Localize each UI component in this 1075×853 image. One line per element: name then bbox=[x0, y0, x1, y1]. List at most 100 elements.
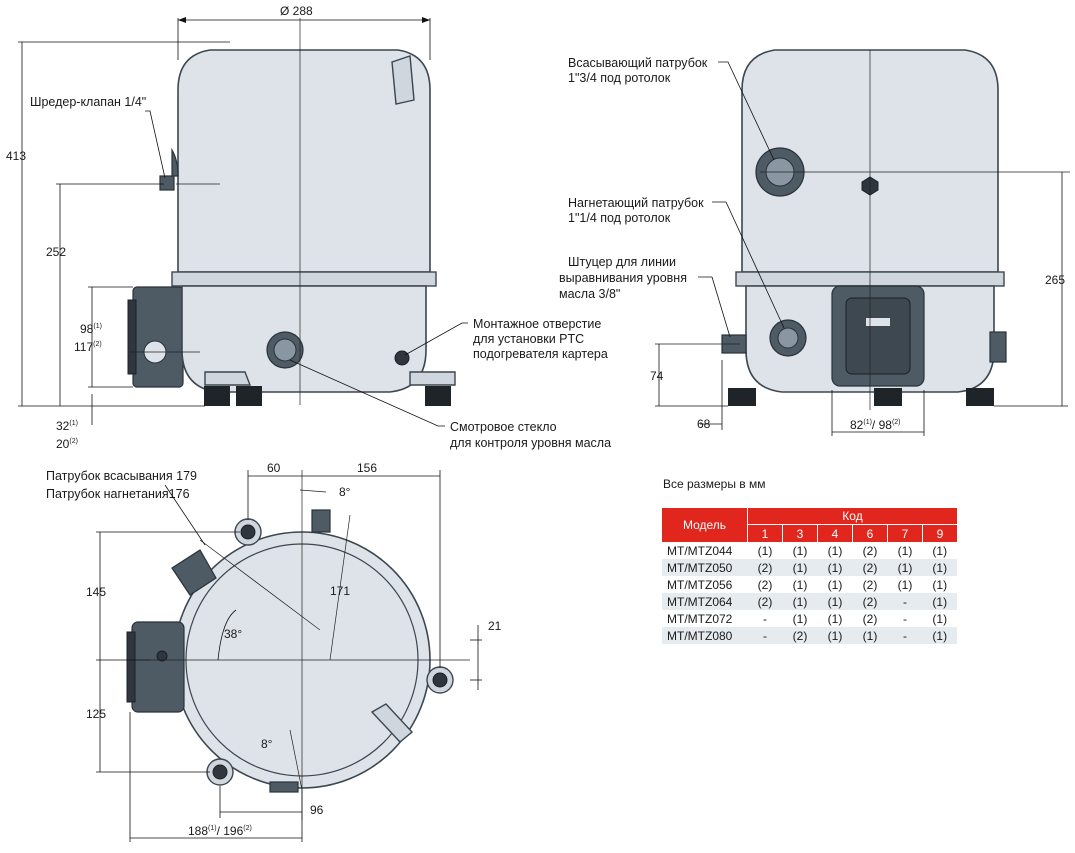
svg-text:32(1): 32(1) bbox=[56, 419, 78, 433]
code-cell: (1) bbox=[792, 611, 808, 626]
rubber-foot-icon bbox=[425, 386, 451, 406]
terminal-box-lid bbox=[127, 299, 137, 375]
terminal-box bbox=[132, 286, 184, 388]
dim-68: 68 bbox=[697, 417, 711, 431]
code-cell: - bbox=[763, 611, 767, 626]
code-table-body: MT/MTZ044(1)(1)(1)(2)(1)(1)MT/MTZ050(2)(… bbox=[662, 542, 957, 644]
svg-text:188(1)/ 196(2): 188(1)/ 196(2) bbox=[188, 824, 252, 838]
code-cell: (1) bbox=[897, 543, 913, 558]
code-cell: (1) bbox=[792, 577, 808, 592]
code-cell: (1) bbox=[782, 559, 818, 576]
dim-21: 21 bbox=[488, 619, 502, 633]
dim-diameter: Ø 288 bbox=[280, 4, 313, 18]
top-terminal-box bbox=[131, 621, 185, 713]
table-row: MT/MTZ072 - (1) (1) (2) - (1) bbox=[662, 610, 957, 627]
code-cell: (2) bbox=[757, 577, 773, 592]
code-cell: (1) bbox=[817, 627, 853, 644]
code-column-header: 7 bbox=[887, 524, 923, 542]
mount-hole-icon bbox=[212, 764, 228, 780]
label-discharge-2: 1"1/4 под ротолок bbox=[568, 211, 671, 225]
code-cell: (2) bbox=[747, 593, 783, 610]
dim-angle-8-top: 8° bbox=[339, 485, 351, 499]
svg-text:20(2): 20(2) bbox=[56, 437, 78, 451]
label-suction-pipe: Патрубок всасывания 179 bbox=[46, 469, 197, 483]
schrader-stub-icon bbox=[171, 147, 179, 177]
label-mounting-1: Монтажное отверстие bbox=[473, 317, 601, 331]
lower-shell bbox=[181, 285, 427, 393]
model-header: Модель bbox=[662, 508, 748, 542]
code-column-header: 9 bbox=[922, 524, 957, 542]
dim-96: 96 bbox=[310, 803, 324, 817]
label-sight-2: для контроля уровня масла bbox=[450, 436, 611, 450]
table-row: MT/MTZ056(2)(1)(1)(2)(1)(1) bbox=[662, 576, 957, 593]
model-cell: MT/MTZ064 bbox=[662, 593, 748, 610]
units-note: Все размеры в мм bbox=[663, 477, 766, 491]
table-row: MT/MTZ050(2)(1)(1)(2)(1)(1) bbox=[662, 559, 957, 576]
lifting-lug-icon bbox=[391, 55, 415, 105]
dim-117: 117 bbox=[74, 340, 93, 354]
rubber-foot-icon bbox=[236, 386, 262, 406]
side-fitting-icon bbox=[989, 331, 1007, 363]
code-cell: (1) bbox=[827, 543, 843, 558]
code-cell: (1) bbox=[897, 577, 913, 592]
code-cell: (2) bbox=[862, 577, 878, 592]
ptc-mount-hole-icon bbox=[394, 350, 410, 366]
table-row: MT/MTZ044(1)(1)(1)(2)(1)(1) bbox=[662, 542, 957, 559]
code-column-header: 1 bbox=[747, 524, 783, 542]
model-cell: MT/MTZ050 bbox=[662, 559, 748, 576]
rubber-foot-icon bbox=[728, 388, 756, 406]
model-cell: MT/MTZ044 bbox=[667, 543, 733, 558]
code-cell: (1) bbox=[782, 593, 818, 610]
code-cell: (1) bbox=[827, 577, 843, 592]
code-cell: (2) bbox=[747, 559, 783, 576]
code-cell: (1) bbox=[932, 543, 948, 558]
model-cell: MT/MTZ072 bbox=[667, 611, 733, 626]
dim-74: 74 bbox=[650, 369, 664, 383]
label-discharge-1: Нагнетающий патрубок bbox=[568, 196, 704, 210]
dim-82: 82 bbox=[850, 418, 864, 432]
code-cell: (1) bbox=[852, 627, 888, 644]
schrader-valve-icon bbox=[159, 175, 175, 191]
code-cell: (2) bbox=[862, 611, 878, 626]
code-cell: (2) bbox=[852, 559, 888, 576]
code-cell: (1) bbox=[827, 611, 843, 626]
code-header: Код bbox=[747, 508, 957, 525]
label-mounting-2: для установки PTC bbox=[473, 332, 584, 346]
label-oil-1: Штуцер для линии bbox=[568, 255, 676, 269]
label-oil-3: масла 3/8" bbox=[559, 287, 620, 301]
model-cell: MT/MTZ056 bbox=[667, 577, 733, 592]
code-cell: - bbox=[747, 627, 783, 644]
mount-hole-icon bbox=[240, 524, 256, 540]
code-cell: (1) bbox=[792, 543, 808, 558]
dim-171: 171 bbox=[330, 584, 350, 598]
rubber-foot-icon bbox=[874, 388, 902, 406]
code-cell: (2) bbox=[862, 543, 878, 558]
dim-125: 125 bbox=[86, 707, 106, 721]
label-oil-2: выравнивания уровня bbox=[559, 271, 687, 285]
label-suction-1: Всасывающий патрубок bbox=[568, 56, 708, 70]
label-mounting-3: подогревателя картера bbox=[473, 347, 608, 361]
dim-angle-38: 38° bbox=[224, 627, 242, 641]
code-cell: (1) bbox=[932, 611, 948, 626]
model-cell: MT/MTZ080 bbox=[662, 627, 748, 644]
dim-413: 413 bbox=[6, 149, 26, 163]
svg-text:98(1): 98(1) bbox=[80, 322, 102, 336]
dim-20: 20 bbox=[56, 437, 70, 451]
svg-text:82(1)/ 98(2): 82(1)/ 98(2) bbox=[850, 418, 901, 432]
label-suction-2: 1"3/4 под ротолок bbox=[568, 71, 671, 85]
upper-shell bbox=[177, 49, 431, 273]
top-discharge-fitting-icon bbox=[311, 509, 331, 533]
code-cell: (1) bbox=[887, 559, 923, 576]
code-cell: - bbox=[903, 611, 907, 626]
code-cell: (1) bbox=[922, 559, 957, 576]
svg-text:117(2): 117(2) bbox=[74, 340, 102, 354]
dim-32: 32 bbox=[56, 419, 70, 433]
side-view: 265 74 68 82(1)/ 98(2) Всасывающий патру… bbox=[559, 49, 1070, 436]
label-sight-1: Смотровое стекло bbox=[450, 420, 557, 434]
code-cell: (1) bbox=[922, 627, 957, 644]
top-view: 60 156 8° 171 38° 145 125 21 8° 96 bbox=[46, 461, 502, 842]
shell-band bbox=[171, 271, 437, 287]
code-cell: (1) bbox=[817, 559, 853, 576]
